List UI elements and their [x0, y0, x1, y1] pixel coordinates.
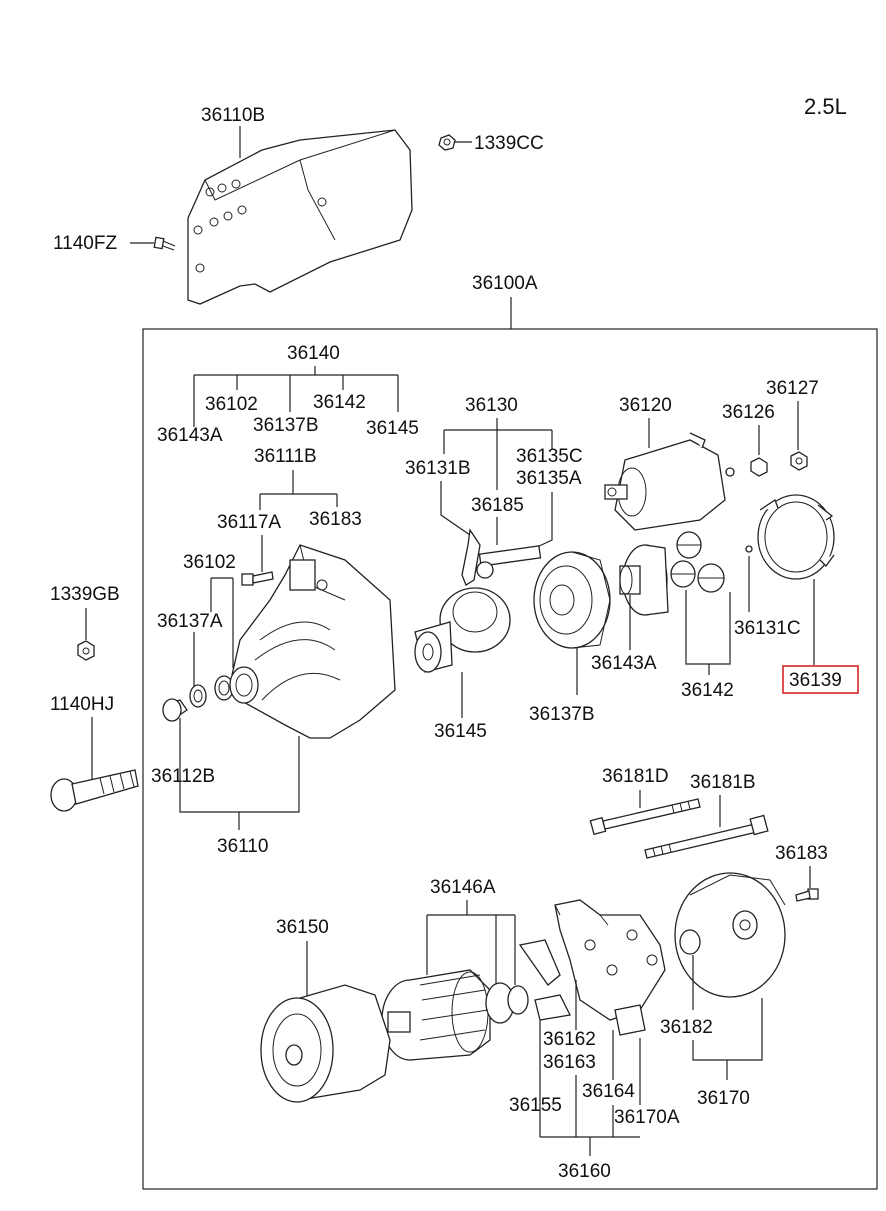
label-36163: 36163 — [543, 1052, 596, 1073]
nut-icon — [750, 457, 768, 477]
screw-icon — [795, 888, 819, 902]
label-36145-upper: 36145 — [366, 418, 419, 439]
bolt-icon — [241, 571, 274, 586]
washer-part — [189, 684, 207, 708]
label-36127: 36127 — [766, 378, 819, 399]
label-36135A: 36135A — [516, 468, 582, 489]
label-36135C: 36135C — [516, 446, 583, 467]
label-36112B: 36112B — [151, 766, 215, 787]
label-1339CC: 1339CC — [474, 133, 544, 154]
label-36170A: 36170A — [614, 1107, 680, 1128]
label-36181D: 36181D — [602, 766, 669, 787]
label-36185: 36185 — [471, 495, 524, 516]
front-housing-part — [229, 544, 396, 739]
label-36130: 36130 — [465, 395, 518, 416]
label-36182: 36182 — [660, 1017, 713, 1038]
label-36170: 36170 — [697, 1088, 750, 1109]
rear-housing-part — [674, 872, 786, 998]
label-36155: 36155 — [509, 1095, 562, 1116]
label-36102-left: 36102 — [183, 552, 236, 573]
label-36126: 36126 — [722, 402, 775, 423]
label-36164: 36164 — [582, 1081, 635, 1102]
planet-gears-part — [670, 531, 725, 593]
through-bolt-part — [589, 798, 701, 836]
label-36131B: 36131B — [405, 458, 471, 479]
label-36150: 36150 — [276, 917, 329, 938]
planetary-carrier-part — [619, 544, 669, 616]
bolt-icon — [153, 236, 176, 251]
nut-icon — [790, 451, 808, 471]
label-36142-upper: 36142 — [313, 392, 366, 413]
ring-gear-part — [757, 494, 835, 580]
label-1140FZ: 1140FZ — [53, 233, 117, 254]
label-1339GB: 1339GB — [50, 584, 120, 605]
heat-shield-part — [187, 129, 413, 305]
label-36162: 36162 — [543, 1029, 596, 1050]
label-36137B-lower: 36137B — [529, 704, 595, 725]
label-36140: 36140 — [287, 343, 340, 364]
label-36145-lower: 36145 — [434, 721, 487, 742]
pin-part — [745, 545, 753, 553]
label-36143A-lower: 36143A — [591, 653, 657, 674]
label-36110B: 36110B — [201, 105, 265, 126]
bushing-part — [162, 698, 188, 722]
label-36117A: 36117A — [217, 512, 281, 533]
label-36142-lower: 36142 — [681, 680, 734, 701]
label-36137B-upper: 36137B — [253, 415, 319, 436]
label-36160: 36160 — [558, 1161, 611, 1182]
assembly-box — [142, 328, 878, 1190]
label-36139[interactable]: 36139 — [789, 670, 842, 691]
pinion-gear-part — [414, 587, 511, 673]
label-36102-upper: 36102 — [205, 394, 258, 415]
armature-part — [381, 969, 529, 1061]
label-36183-upper: 36183 — [309, 509, 362, 530]
engine-variant: 2.5L — [804, 94, 847, 119]
bolt-icon — [50, 769, 139, 812]
label-36137A: 36137A — [157, 611, 223, 632]
yoke-part — [260, 984, 391, 1103]
lever-part — [461, 528, 542, 586]
label-36143A-upper: 36143A — [157, 425, 223, 446]
label-36110: 36110 — [217, 836, 268, 857]
label-36111B: 36111B — [254, 446, 317, 467]
label-36100A: 36100A — [472, 273, 538, 294]
label-36181B: 36181B — [690, 772, 756, 793]
label-1140HJ: 1140HJ — [50, 694, 114, 715]
through-bolt-part — [644, 814, 769, 859]
nut-icon — [438, 134, 456, 151]
label-36183-lower: 36183 — [775, 843, 828, 864]
label-36146A: 36146A — [430, 877, 496, 898]
solenoid-part — [604, 432, 735, 531]
label-36120: 36120 — [619, 395, 672, 416]
highlight-box — [782, 665, 859, 694]
brush-holder-part — [518, 899, 666, 1036]
gear-housing-part — [533, 551, 611, 649]
label-36131C: 36131C — [734, 618, 801, 639]
nut-icon — [77, 640, 95, 661]
